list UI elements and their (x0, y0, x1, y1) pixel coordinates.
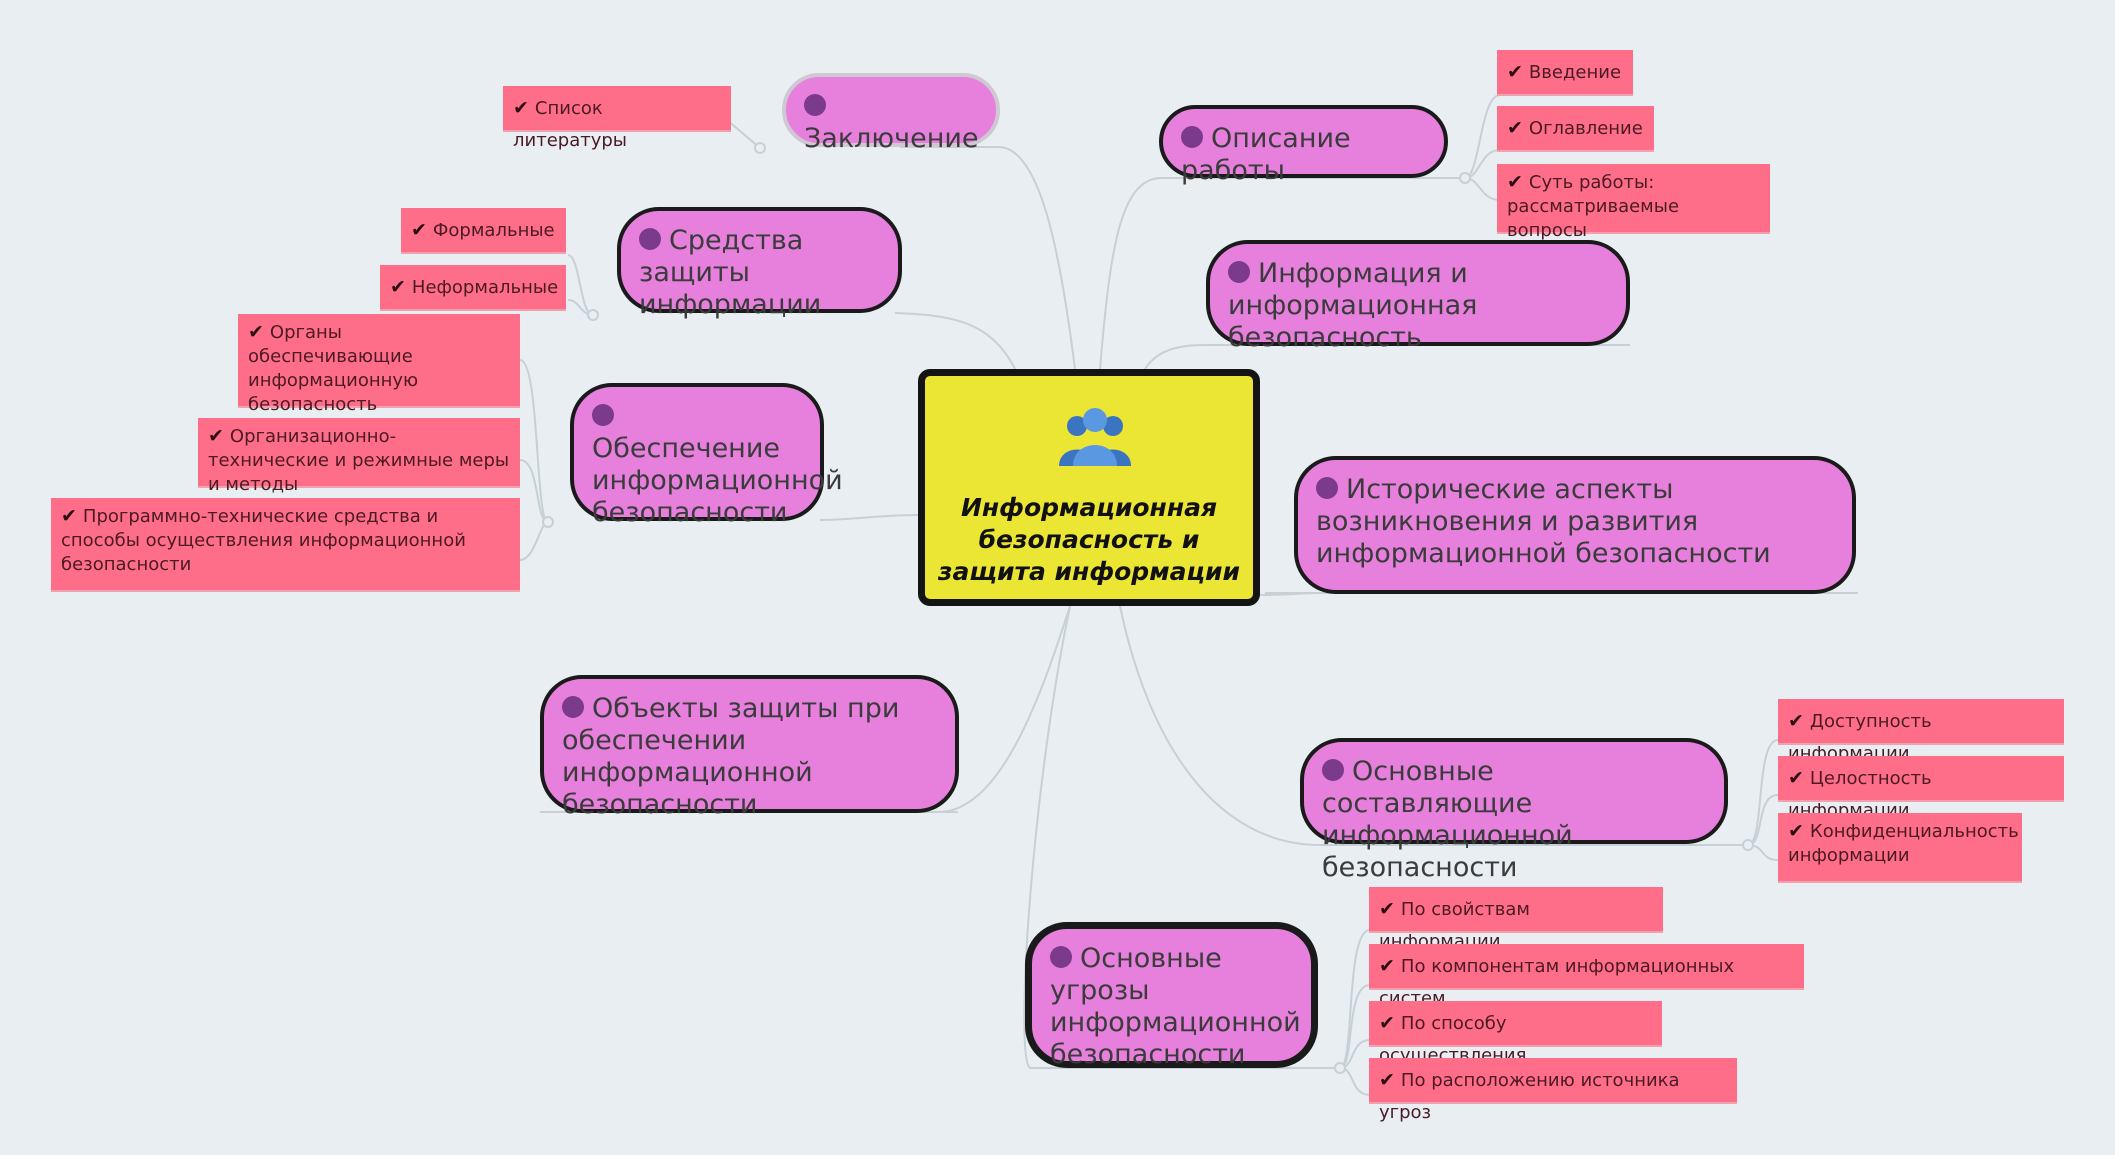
topic-label: Исторические аспекты возникновения и раз… (1316, 474, 1771, 569)
leaf-label: Программно-технические средства и способ… (61, 506, 466, 575)
check-icon: ✔ (513, 97, 529, 119)
check-icon: ✔ (208, 425, 224, 447)
topic-objects[interactable]: Объекты защиты при обеспечении информаци… (540, 675, 959, 820)
check-icon: ✔ (390, 276, 406, 298)
bullet-icon (804, 94, 826, 116)
bullet-icon (592, 404, 614, 426)
leaf-label: Формальные (432, 220, 555, 241)
check-icon: ✔ (1788, 710, 1804, 732)
topic-info-security[interactable]: Информация и информационная безопасность (1206, 240, 1630, 353)
check-icon: ✔ (1379, 1012, 1395, 1034)
topic-threats[interactable]: Основные угрозы информационной безопасно… (1025, 922, 1318, 1070)
leaf-label: Организационно-технические и режимные ме… (208, 426, 510, 495)
topic-label: Средства защиты информации (639, 225, 822, 320)
check-icon: ✔ (1507, 61, 1523, 83)
check-icon: ✔ (1788, 820, 1804, 842)
leaf-intro[interactable]: ✔Введение (1497, 50, 1633, 96)
check-icon: ✔ (411, 219, 427, 241)
leaf-by-components[interactable]: ✔По компонентам информационных систем (1369, 944, 1804, 1009)
leaf-label: Конфиденциальность информации (1788, 821, 2019, 866)
leaf-org-tech[interactable]: ✔Организационно-технические и режимные м… (198, 418, 520, 495)
leaf-availability[interactable]: ✔Доступность информации (1778, 699, 2064, 764)
check-icon: ✔ (1507, 171, 1523, 193)
leaf-essence[interactable]: ✔Суть работы: рассматриваемые вопросы (1497, 164, 1770, 241)
check-icon: ✔ (1379, 955, 1395, 977)
bullet-icon (1316, 477, 1338, 499)
leaf-by-source[interactable]: ✔По расположению источника угроз (1369, 1058, 1737, 1123)
leaf-label: Список литературы (513, 98, 627, 151)
topic-components[interactable]: Основные составляющие информационной без… (1300, 738, 1728, 883)
bullet-icon (1228, 261, 1250, 283)
check-icon: ✔ (1788, 767, 1804, 789)
leaf-integrity[interactable]: ✔Целостность информации (1778, 756, 2064, 821)
leaf-by-method[interactable]: ✔По способу осуществления (1369, 1001, 1662, 1066)
check-icon: ✔ (1379, 1069, 1395, 1091)
bullet-icon (1181, 126, 1203, 148)
leaf-label: Суть работы: рассматриваемые вопросы (1507, 172, 1680, 241)
leaf-label: Органы обеспечивающие информационную без… (248, 322, 419, 415)
leaf-informal[interactable]: ✔Неформальные (380, 265, 566, 311)
check-icon: ✔ (248, 321, 264, 343)
bullet-icon (1322, 759, 1344, 781)
topic-label: Обеспечение информационной безопасности (592, 433, 843, 528)
check-icon: ✔ (1379, 898, 1395, 920)
central-title: Информационная безопасность и защита инф… (937, 493, 1241, 586)
leaf-formal[interactable]: ✔Формальные (401, 208, 566, 254)
topic-label: Информация и информационная безопасность (1228, 258, 1478, 353)
leaf-label: Введение (1528, 62, 1622, 83)
user-group-icon (1059, 408, 1131, 466)
bullet-icon (639, 228, 661, 250)
bullet-icon (562, 696, 584, 718)
topic-label: Заключение (804, 123, 979, 154)
topic-label: Основные составляющие информационной без… (1322, 756, 1573, 883)
leaf-toc[interactable]: ✔Оглавление (1497, 106, 1654, 152)
topic-protection-means[interactable]: Средства защиты информации (617, 207, 902, 320)
leaf-label: По расположению источника угроз (1379, 1070, 1680, 1123)
leaf-software[interactable]: ✔Программно-технические средства и спосо… (51, 498, 520, 592)
topic-ensuring[interactable]: Обеспечение информационной безопасности (570, 383, 843, 528)
topic-label: Основные угрозы информационной безопасно… (1050, 943, 1301, 1070)
leaf-literature[interactable]: ✔Список литературы (503, 86, 731, 151)
topic-description[interactable]: Описание работы (1159, 105, 1448, 186)
leaf-by-properties[interactable]: ✔По свойствам информации (1369, 887, 1663, 952)
leaf-label: Неформальные (411, 277, 559, 298)
central-topic[interactable]: Информационная безопасность и защита инф… (918, 369, 1260, 606)
topic-historical[interactable]: Исторические аспекты возникновения и раз… (1294, 456, 1856, 594)
check-icon: ✔ (61, 505, 77, 527)
topic-conclusion[interactable]: Заключение (782, 73, 1000, 154)
topic-label: Описание работы (1181, 123, 1351, 186)
leaf-confidentiality[interactable]: ✔Конфиденциальность информации (1778, 813, 2022, 883)
leaf-label: Оглавление (1528, 118, 1643, 139)
topic-label: Объекты защиты при обеспечении информаци… (562, 693, 900, 820)
leaf-bodies[interactable]: ✔Органы обеспечивающие информационную бе… (238, 314, 520, 415)
bullet-icon (1050, 946, 1072, 968)
check-icon: ✔ (1507, 117, 1523, 139)
